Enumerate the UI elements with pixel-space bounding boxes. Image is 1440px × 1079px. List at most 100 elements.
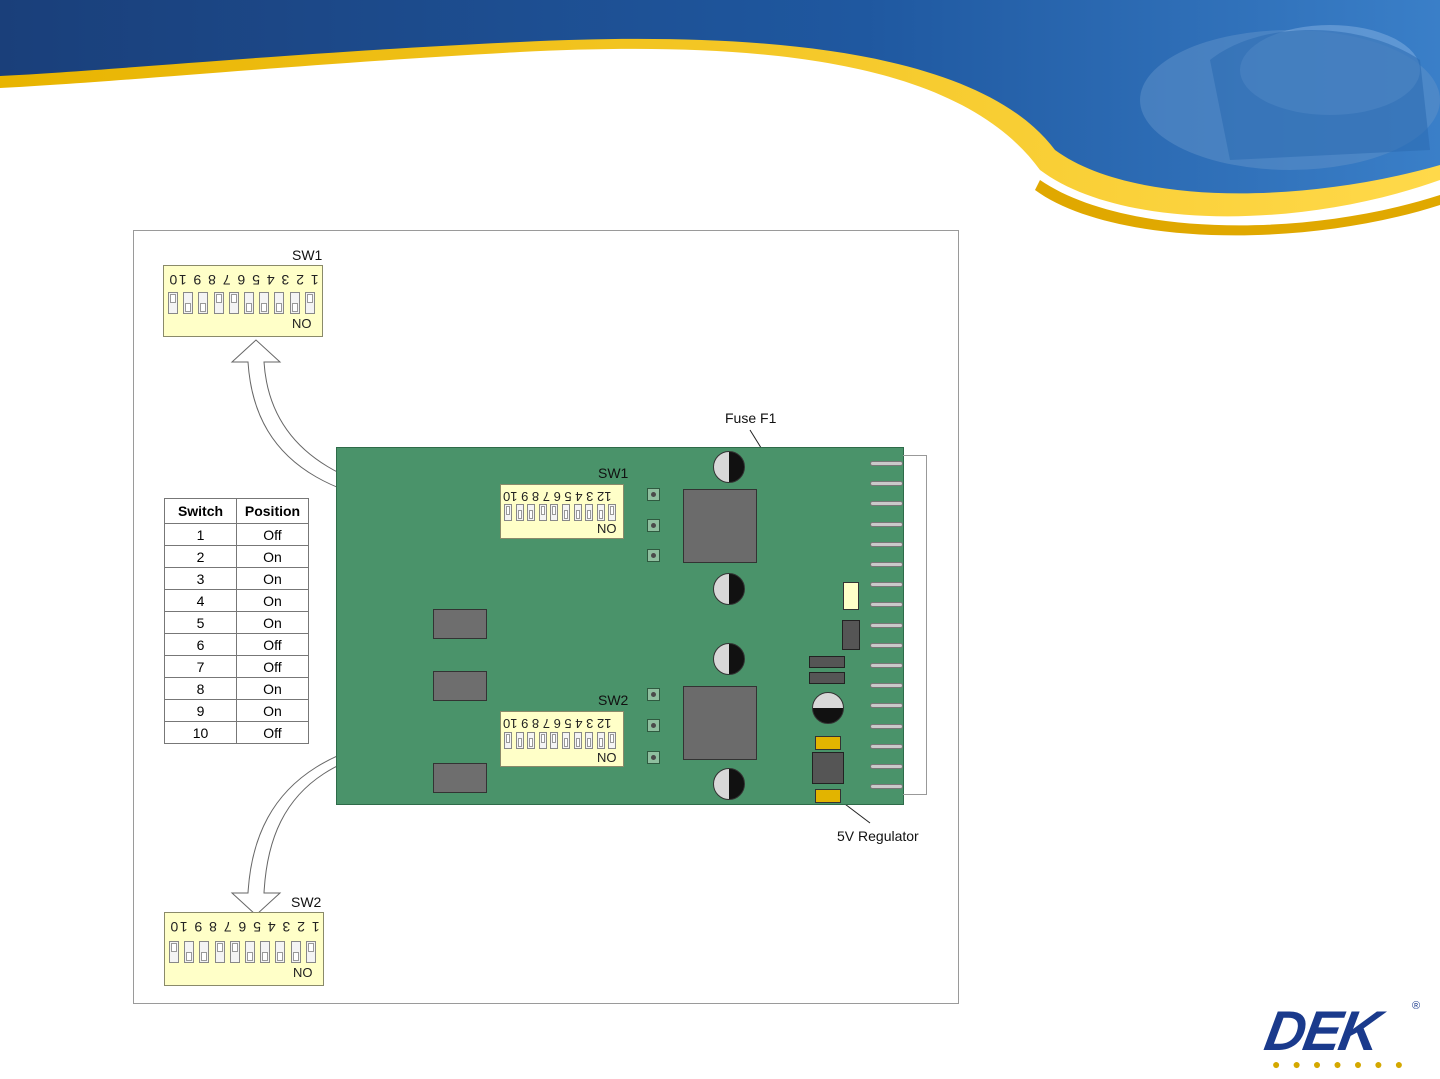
sw1-board-dip: 12 3 4 5 6 7 8 9 10 ON xyxy=(500,484,624,539)
test-pad xyxy=(647,719,660,732)
dip-toggle xyxy=(527,732,535,749)
connector-pin xyxy=(870,703,903,708)
registered-mark: ® xyxy=(1412,1000,1420,1012)
position-cell: On xyxy=(237,612,309,634)
capacitor xyxy=(713,573,745,605)
sw1-top-label: SW1 xyxy=(292,247,322,263)
test-pad xyxy=(647,549,660,562)
dip-on-label: ON xyxy=(597,750,617,765)
connector-pin xyxy=(870,724,903,729)
dip-toggle xyxy=(608,732,616,749)
dip-toggle xyxy=(516,732,524,749)
switch-number-cell: 6 xyxy=(165,634,237,656)
dip-toggle xyxy=(597,732,605,749)
table-header: Position xyxy=(237,499,309,524)
diode xyxy=(842,620,860,650)
test-pad xyxy=(647,488,660,501)
test-pad xyxy=(647,751,660,764)
sw2-dip-switch: 1 2 3 4 5 6 7 8 9 10 ON xyxy=(164,912,324,986)
connector-pin xyxy=(870,522,903,527)
dip-toggle xyxy=(516,504,524,521)
connector-pin xyxy=(870,542,903,547)
microcontroller-chip xyxy=(683,686,757,760)
connector-pin xyxy=(870,784,903,789)
position-cell: On xyxy=(237,590,309,612)
switch-number-cell: 9 xyxy=(165,700,237,722)
switch-number-cell: 4 xyxy=(165,590,237,612)
dip-toggle xyxy=(230,941,240,963)
position-cell: On xyxy=(237,678,309,700)
test-pad xyxy=(647,519,660,532)
dip-toggle xyxy=(259,292,269,314)
switch-number-cell: 7 xyxy=(165,656,237,678)
capacitor xyxy=(713,451,745,483)
sw1-dip-switch: 1 2 3 4 5 6 7 8 9 10 ON xyxy=(163,265,323,337)
dip-toggle xyxy=(169,941,179,963)
microcontroller-chip xyxy=(683,489,757,563)
table-header-row: Switch Position xyxy=(165,499,309,524)
ic-chip xyxy=(433,609,487,639)
dip-toggle xyxy=(184,941,194,963)
dip-toggle xyxy=(539,504,547,521)
connector-pin xyxy=(870,501,903,506)
tantalum-capacitor xyxy=(815,736,841,750)
resistor xyxy=(809,656,845,668)
capacitor xyxy=(812,692,844,724)
ic-chip xyxy=(433,763,487,793)
dip-toggle xyxy=(260,941,270,963)
dip-toggle xyxy=(168,292,178,314)
dip-toggle xyxy=(585,732,593,749)
dip-toggle xyxy=(562,732,570,749)
connector-pin xyxy=(870,461,903,466)
position-cell: On xyxy=(237,546,309,568)
switch-number-cell: 10 xyxy=(165,722,237,744)
dip-toggle xyxy=(290,292,300,314)
dip-numbers: 12 3 4 5 6 7 8 9 10 xyxy=(503,716,611,731)
dek-logo-text: DEK xyxy=(1260,998,1384,1063)
dip-toggle xyxy=(215,941,225,963)
dip-toggle xyxy=(597,504,605,521)
dip-toggle xyxy=(183,292,193,314)
capacitor xyxy=(713,768,745,800)
switch-number-cell: 3 xyxy=(165,568,237,590)
dip-toggle xyxy=(550,504,558,521)
regulator-label: 5V Regulator xyxy=(837,828,919,844)
connector-pin xyxy=(870,663,903,668)
connector-pin xyxy=(870,562,903,567)
position-cell: Off xyxy=(237,656,309,678)
position-cell: On xyxy=(237,700,309,722)
tantalum-capacitor xyxy=(815,789,841,803)
dip-toggle xyxy=(574,732,582,749)
dip-toggle xyxy=(305,292,315,314)
dip-numbers: 12 3 4 5 6 7 8 9 10 xyxy=(503,489,611,504)
table-row: 2On xyxy=(165,546,309,568)
position-cell: Off xyxy=(237,634,309,656)
connector-pin xyxy=(870,683,903,688)
switch-number-cell: 1 xyxy=(165,524,237,546)
dip-toggle xyxy=(550,732,558,749)
switch-number-cell: 5 xyxy=(165,612,237,634)
dip-toggle xyxy=(244,292,254,314)
dek-logo: DEK ●●●●●●● ® xyxy=(1262,994,1432,1074)
logo-dots: ●●●●●●● xyxy=(1272,1056,1415,1072)
fuse-f1 xyxy=(843,582,859,610)
dip-toggle xyxy=(199,941,209,963)
dip-toggle xyxy=(574,504,582,521)
sw1-board-label: SW1 xyxy=(598,465,628,481)
connector-pin xyxy=(870,764,903,769)
5v-regulator-chip xyxy=(812,752,844,784)
position-cell: Off xyxy=(237,524,309,546)
dip-toggle xyxy=(275,941,285,963)
dip-toggle xyxy=(274,292,284,314)
dip-on-label: ON xyxy=(597,521,617,536)
dip-toggle xyxy=(306,941,316,963)
switch-number-cell: 8 xyxy=(165,678,237,700)
